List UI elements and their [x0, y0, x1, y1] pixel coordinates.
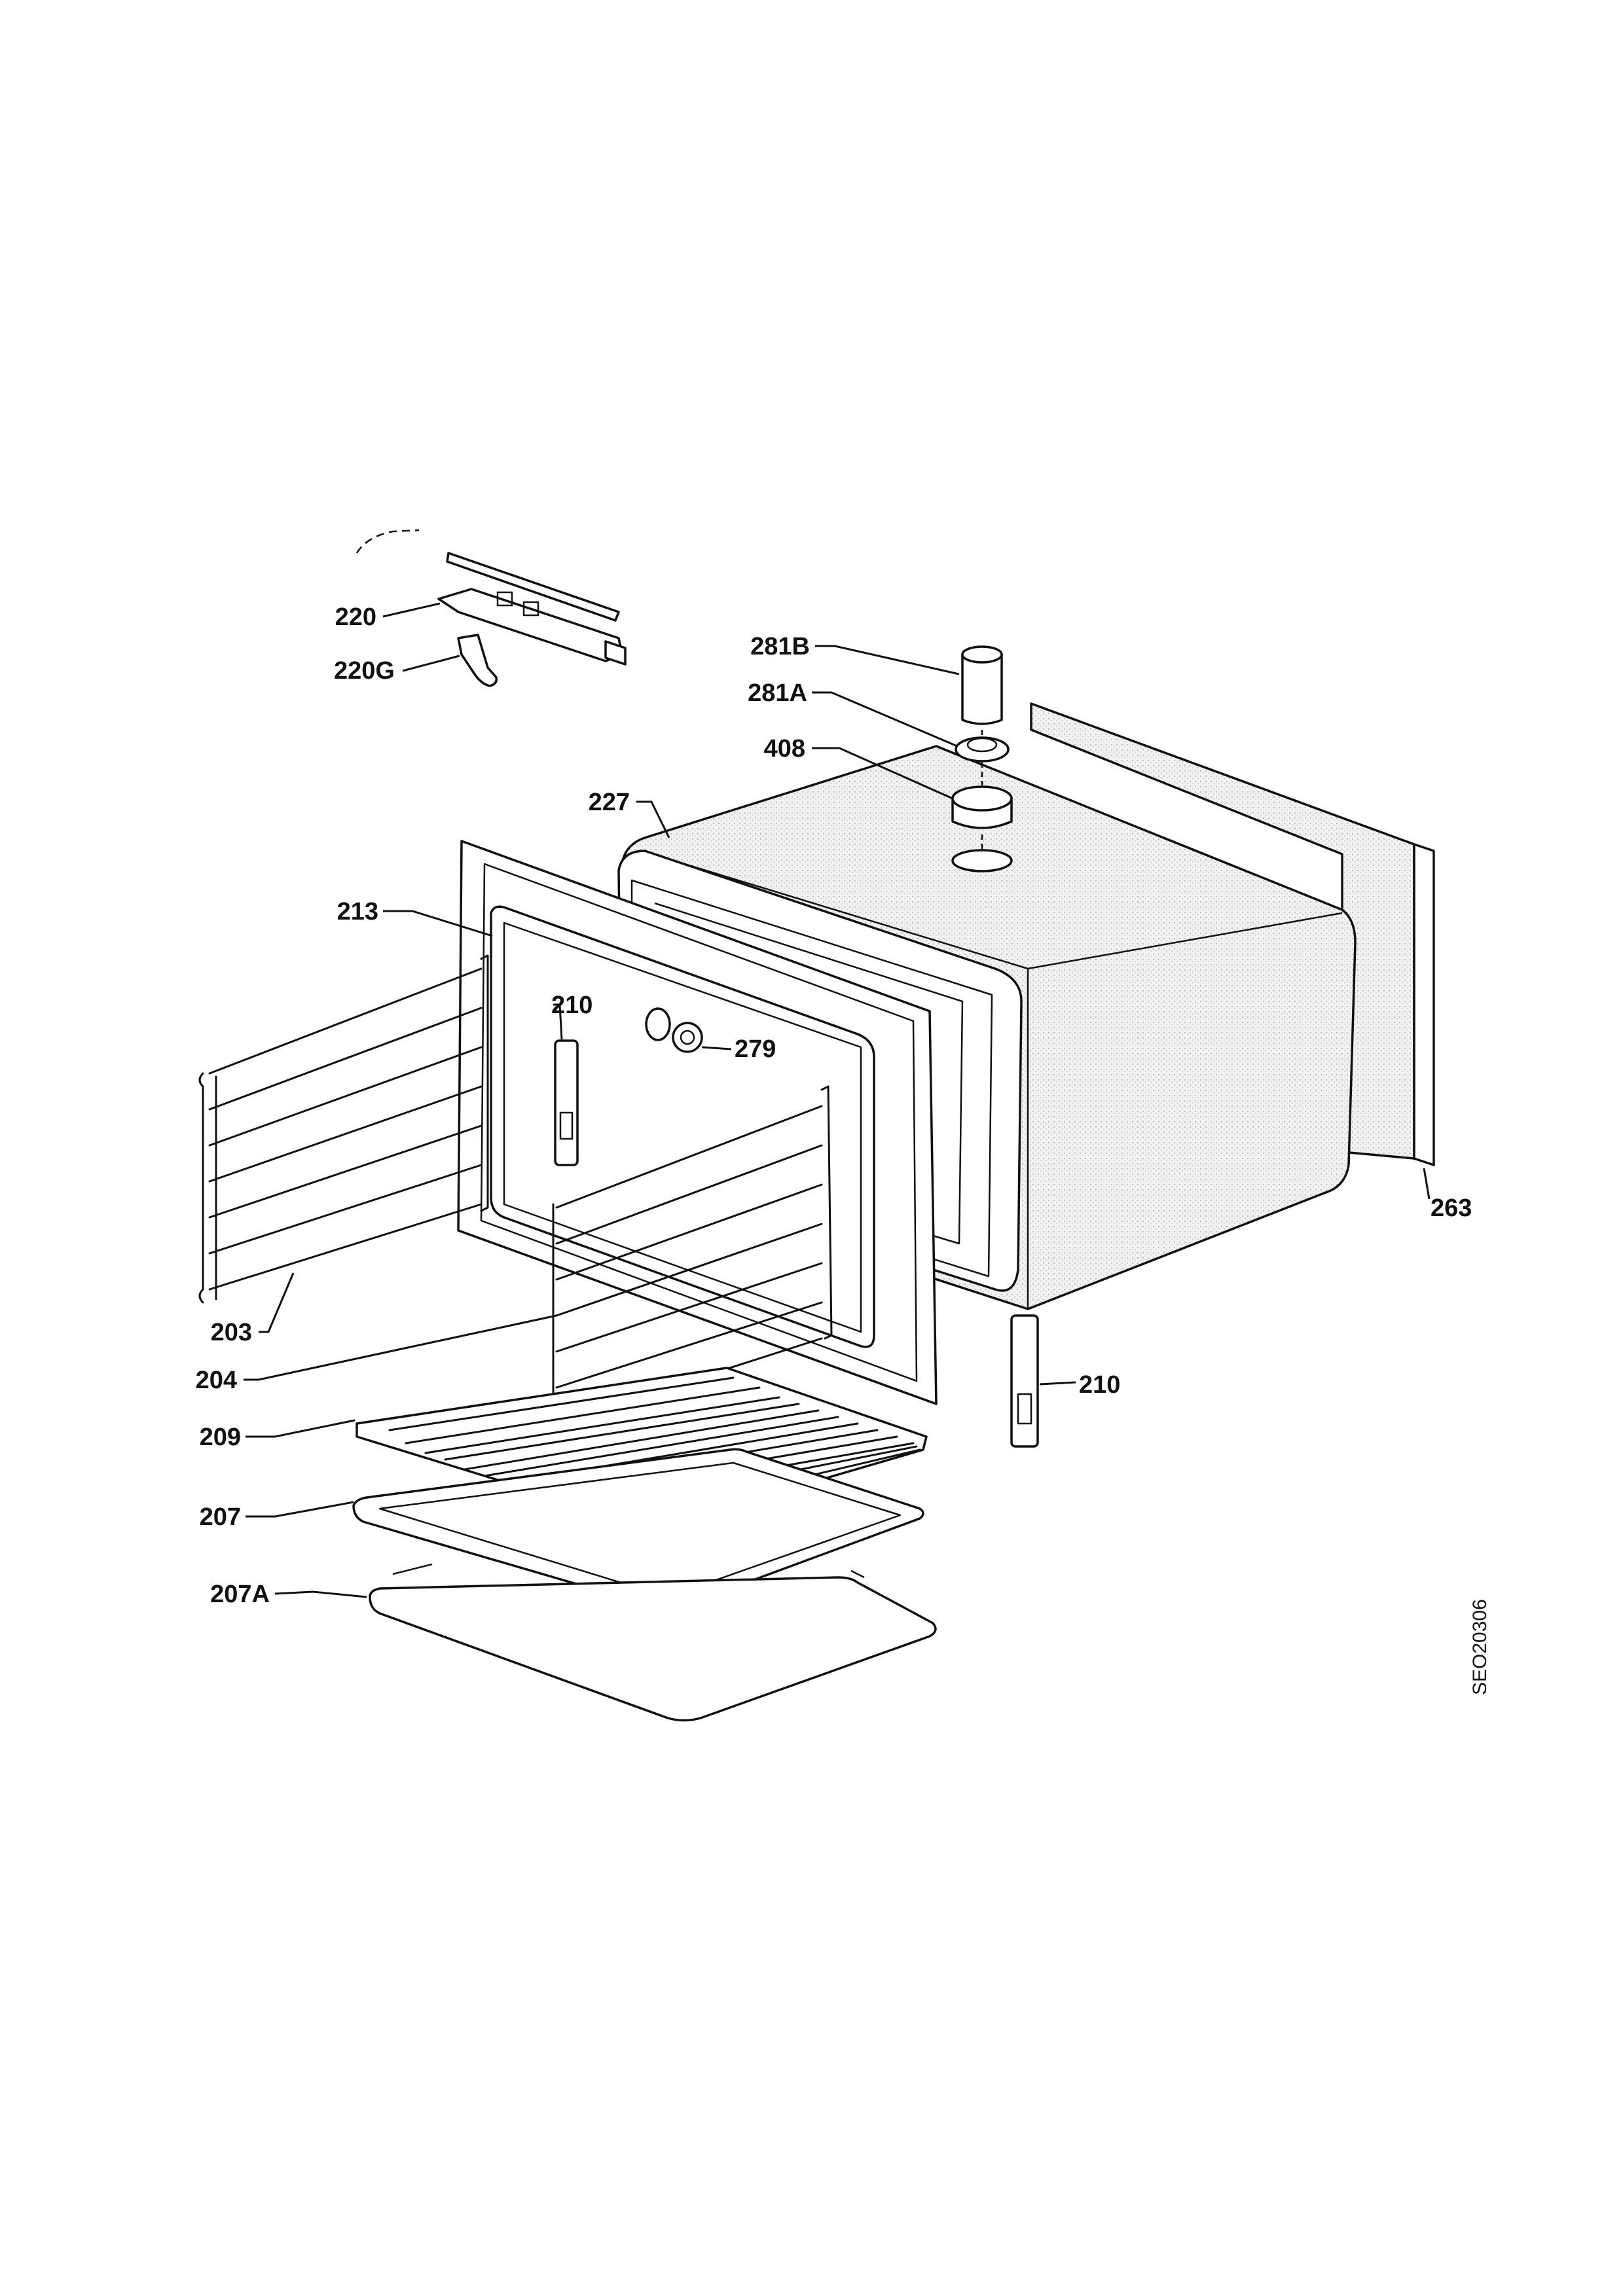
callout-227: 227 [589, 789, 630, 816]
callout-203: 203 [211, 1319, 252, 1346]
sensor-cover-cap [951, 785, 1013, 872]
callout-210-lower: 210 [1079, 1371, 1120, 1399]
front-frame [457, 840, 938, 1405]
callout-279: 279 [735, 1035, 776, 1063]
door-catch-clip [457, 634, 498, 687]
callout-207: 207 [200, 1503, 241, 1531]
lower-shelf-guide [1010, 1314, 1039, 1448]
left-side-rack [198, 954, 489, 1304]
leader-lines [244, 602, 1431, 1598]
callout-204: 204 [196, 1367, 237, 1394]
callout-213: 213 [337, 898, 378, 925]
drawing-code: SEO20306 [1469, 1599, 1491, 1695]
callout-220G: 220G [334, 657, 395, 685]
upper-shelf-guide [554, 1039, 579, 1166]
callout-210-upper: 210 [551, 992, 593, 1019]
callout-263: 263 [1431, 1194, 1472, 1222]
callout-labels: 220 220G 281B 281A 408 227 213 210 279 2… [196, 603, 1472, 1608]
callout-207A: 207A [210, 1581, 270, 1608]
enamel-tray [369, 1563, 937, 1722]
callout-220: 220 [335, 603, 376, 631]
callout-281A: 281A [748, 679, 807, 707]
callout-209: 209 [200, 1424, 241, 1451]
callout-408: 408 [764, 735, 805, 762]
callout-281B: 281B [750, 633, 810, 660]
baking-tray [352, 1448, 924, 1611]
door-hinge-bracket [356, 529, 627, 666]
thermostat-sensor-tube [961, 645, 1003, 743]
sensor-holder [955, 736, 1010, 785]
